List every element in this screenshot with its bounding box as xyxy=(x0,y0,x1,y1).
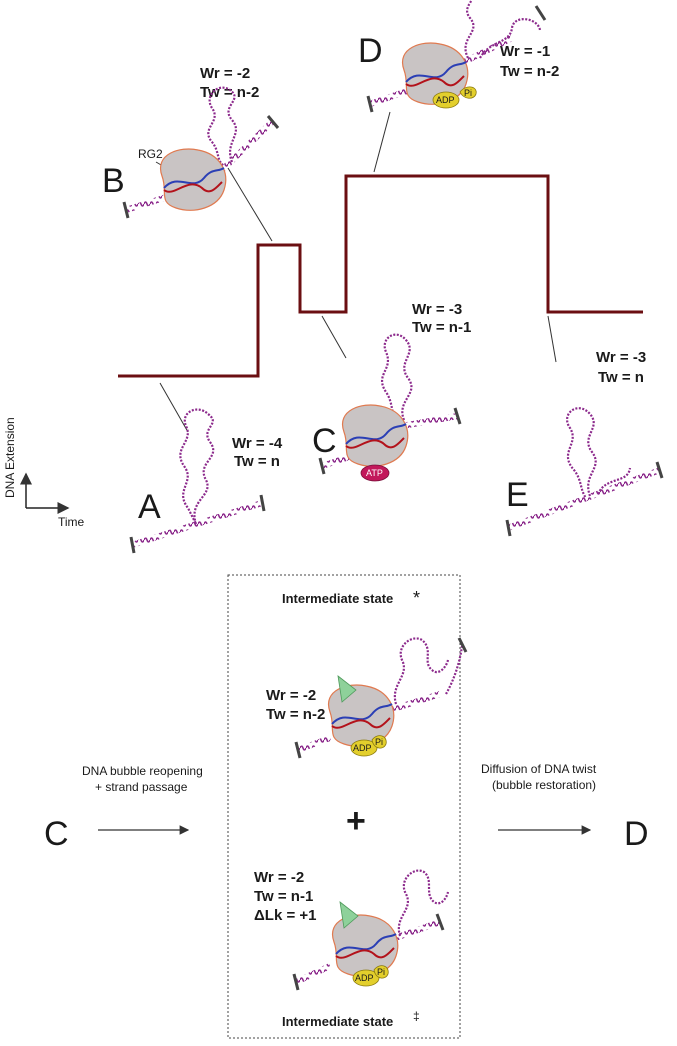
dna-molecule-upper xyxy=(294,637,468,759)
upper-wr: Wr = -2 xyxy=(266,687,316,704)
upper-pi-icon xyxy=(371,735,387,749)
state-c-atp: ATP xyxy=(366,468,383,478)
dna-molecule-c xyxy=(318,333,462,482)
state-d-letter: D xyxy=(358,32,383,70)
upper-adp: ADP xyxy=(353,743,372,753)
plus-sign: + xyxy=(346,802,366,840)
lower-pi: Pi xyxy=(377,967,385,977)
leader-line-e xyxy=(547,315,557,363)
state-c-tw: Tw = n-1 xyxy=(412,319,471,336)
state-d-tw: Tw = n-2 xyxy=(500,63,559,80)
state-b-tw: Tw = n-2 xyxy=(200,84,259,101)
dna-molecule-e xyxy=(505,407,664,537)
state-c-letter: C xyxy=(312,422,337,460)
leader-line-b xyxy=(227,167,273,242)
intermediate-box xyxy=(227,574,461,1039)
lower-tw: Tw = n-1 xyxy=(254,888,313,905)
leader-line-d xyxy=(373,111,391,173)
right-arrow-line2: (bubble restoration) xyxy=(492,778,596,792)
state-b-protein-label: RG2 xyxy=(138,147,163,161)
lower-adp-icon xyxy=(352,969,380,987)
leader-line-a xyxy=(159,382,189,433)
upper-adp-icon xyxy=(350,739,378,757)
x-axis-label: Time xyxy=(58,515,85,529)
dna-molecule-lower xyxy=(292,869,450,991)
dna-molecule-d xyxy=(366,0,547,113)
box-title-top: Intermediate state xyxy=(282,591,393,606)
lower-wr: Wr = -2 xyxy=(254,869,304,886)
dna-molecule-b xyxy=(122,86,280,219)
axes-icon xyxy=(20,472,70,514)
atp-icon xyxy=(360,464,390,482)
left-arrow-line2: + strand passage xyxy=(95,780,188,794)
pi-icon xyxy=(459,86,477,99)
upper-arrowhead-icon xyxy=(337,675,357,703)
upper-tw: Tw = n-2 xyxy=(266,706,325,723)
lower-pi-icon xyxy=(373,965,389,979)
box-title-bottom-mark: ‡ xyxy=(413,1009,420,1023)
leader-line-c xyxy=(321,315,347,359)
upper-pi: Pi xyxy=(375,737,383,747)
state-a-tw: Tw = n xyxy=(234,453,280,470)
lower-arrowhead-icon xyxy=(339,901,359,929)
state-e-letter: E xyxy=(506,476,529,514)
state-d-pi: Pi xyxy=(464,88,472,98)
extension-trace xyxy=(118,174,643,378)
state-b-letter: B xyxy=(102,162,125,200)
left-arrow-line1: DNA bubble reopening xyxy=(82,764,203,778)
state-b-wr: Wr = -2 xyxy=(200,65,250,82)
box-title-top-mark: * xyxy=(413,588,420,608)
adp-icon xyxy=(432,91,460,109)
lower-adp: ADP xyxy=(355,973,374,983)
state-d-wr: Wr = -1 xyxy=(500,43,550,60)
state-e-tw: Tw = n xyxy=(598,369,644,386)
scheme-from-letter: C xyxy=(44,815,69,853)
scheme-to-letter: D xyxy=(624,815,649,853)
y-axis-label: DNA Extension xyxy=(3,417,17,498)
right-arrow-line1: Diffusion of DNA twist xyxy=(481,762,597,776)
state-d-adp: ADP xyxy=(436,95,455,105)
state-a-letter: A xyxy=(138,488,161,526)
lower-dlk: ΔLk = +1 xyxy=(254,907,316,924)
state-a-wr: Wr = -4 xyxy=(232,435,283,452)
state-e-wr: Wr = -3 xyxy=(596,349,646,366)
box-title-bottom: Intermediate state xyxy=(282,1014,393,1029)
state-c-wr: Wr = -3 xyxy=(412,301,462,318)
dna-molecule-a xyxy=(129,408,266,554)
